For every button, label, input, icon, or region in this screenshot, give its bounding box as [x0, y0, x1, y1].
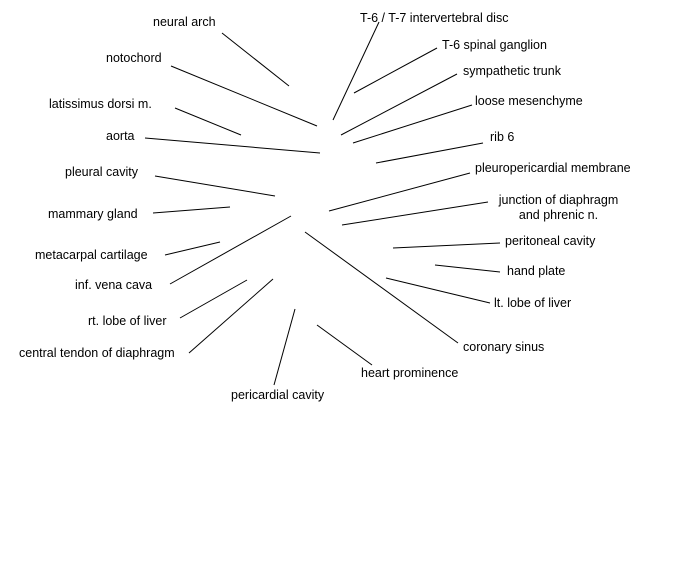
- leader-line-ivc: [169, 215, 292, 285]
- label-notochord: notochord: [106, 51, 162, 65]
- leader-line-pericardial-cavity: [273, 308, 296, 386]
- label-mammary-gland: mammary gland: [48, 207, 138, 221]
- leader-line-pleural-cavity: [154, 175, 276, 197]
- label-inf-vena-cava: inf. vena cava: [75, 278, 153, 292]
- leader-line-loose-mesenchyme: [352, 104, 473, 144]
- leader-line-iv-disc: [332, 21, 380, 121]
- label-t6-spinal-ganglion: T-6 spinal ganglion: [442, 38, 547, 52]
- label-latissimus-dorsi: latissimus dorsi m.: [49, 97, 152, 111]
- leader-line-spinal-ganglion: [353, 47, 438, 94]
- leader-line-lt-liver: [385, 277, 491, 304]
- leader-line-latissimus: [174, 107, 242, 136]
- label-pleural-cavity: pleural cavity: [65, 165, 138, 179]
- label-sympathetic-trunk: sympathetic trunk: [463, 64, 561, 78]
- leader-line-rt-liver: [179, 279, 248, 319]
- leader-line-pleuropericardial: [328, 172, 471, 212]
- label-pleuropericardial-membrane: pleuropericardial membrane: [475, 161, 631, 175]
- leader-line-aorta: [144, 137, 321, 154]
- label-coronary-sinus: coronary sinus: [463, 340, 545, 354]
- leader-line-hand-plate: [434, 264, 501, 273]
- label-loose-mesenchyme: loose mesenchyme: [475, 94, 583, 108]
- leader-line-central-tendon: [188, 278, 274, 354]
- label-heart-prominence: heart prominence: [361, 366, 459, 380]
- leader-line-mammary-gland: [152, 206, 231, 214]
- leader-line-peritoneal-cavity: [392, 242, 501, 249]
- label-pericardial-cavity: pericardial cavity: [231, 388, 325, 402]
- label-central-tendon: central tendon of diaphragm: [19, 346, 175, 360]
- label-rib-6: rib 6: [490, 130, 515, 144]
- label-hand-plate: hand plate: [507, 264, 566, 278]
- label-t6-t7-intervertebral-disc: T-6 / T-7 intervertebral disc: [360, 11, 509, 25]
- label-junction-line-2: and phrenic n.: [518, 208, 599, 222]
- label-junction-line-1: junction of diaphragm: [498, 193, 619, 207]
- label-neural-arch: neural arch: [153, 15, 216, 29]
- label-lt-lobe-of-liver: lt. lobe of liver: [494, 296, 572, 310]
- label-junction-diaphragm-phrenic: junction of diaphragm and phrenic n.: [491, 193, 626, 223]
- leader-line-notochord: [170, 65, 318, 127]
- label-rt-lobe-of-liver: rt. lobe of liver: [88, 314, 167, 328]
- label-peritoneal-cavity: peritoneal cavity: [505, 234, 596, 248]
- label-aorta: aorta: [106, 129, 135, 143]
- leader-line-junction: [341, 201, 489, 226]
- leader-line-coronary-sinus: [304, 231, 459, 344]
- leader-line-metacarpal: [164, 241, 221, 256]
- label-metacarpal-cartilage: metacarpal cartilage: [35, 248, 148, 262]
- leader-line-heart-prominence: [316, 324, 373, 366]
- leader-line-rib6: [375, 142, 484, 164]
- leader-line-sympathetic-trunk: [340, 73, 458, 136]
- leader-line-neural-arch: [221, 32, 290, 87]
